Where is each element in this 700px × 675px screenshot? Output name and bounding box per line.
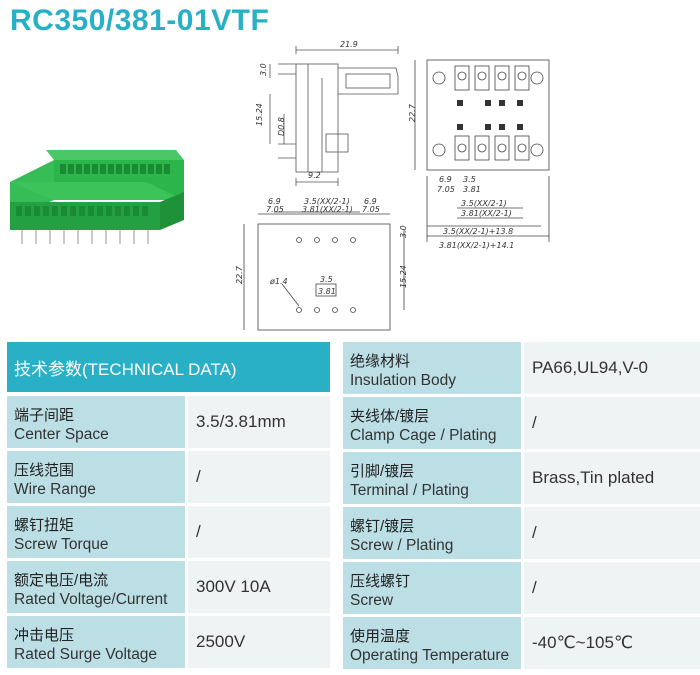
technical-data-table-left: 技术参数(TECHNICAL DATA) 端子间距 Center Space 3…	[7, 342, 330, 671]
pcb-hole-label: ø1.4	[269, 277, 288, 286]
front-dim-2: 3.81(XX/2-1)	[461, 209, 512, 218]
table-row: 冲击电压 Rated Surge Voltage 2500V	[7, 616, 330, 668]
spec-label-zh: 额定电压/电流	[14, 571, 109, 589]
spec-value: /	[188, 506, 330, 558]
side-top-label: 3.0	[259, 63, 268, 76]
spec-value: 3.5/3.81mm	[188, 396, 330, 448]
front-pitch-d: 3.81	[463, 185, 481, 194]
table-row: 压线范围 Wire Range /	[7, 451, 330, 503]
side-width-label: 21.9	[340, 40, 358, 49]
spec-label-en: Screw Torque	[14, 535, 109, 553]
pcb-top-label: 3.0	[399, 225, 408, 238]
table-row: 压线螺钉 Screw /	[343, 562, 700, 614]
product-image	[10, 150, 184, 244]
spec-label-en: Terminal / Plating	[350, 481, 469, 499]
table-row: 螺钉/镀层 Screw / Plating /	[343, 507, 700, 559]
table-row: 端子间距 Center Space 3.5/3.81mm	[7, 396, 330, 448]
spec-label: 使用温度 Operating Temperature	[343, 617, 521, 669]
front-dim-1: 3.5(XX/2-1)	[461, 199, 507, 208]
pcb-pitch-a: 3.5	[320, 275, 333, 284]
spec-label-en: Clamp Cage / Plating	[350, 426, 497, 444]
spec-value: -40℃~105℃	[524, 617, 700, 669]
table-row: 夹线体/镀层 Clamp Cage / Plating /	[343, 397, 700, 449]
pcb-height-label: 22.7	[235, 265, 244, 284]
spec-label-en: Rated Voltage/Current	[14, 590, 168, 608]
spec-label-en: Wire Range	[14, 480, 96, 498]
spec-label-en: Screw / Plating	[350, 536, 454, 554]
table-row: 额定电压/电流 Rated Voltage/Current 300V 10A	[7, 561, 330, 613]
side-view-drawing: 21.9 3.0 15.24 D0.8 9.2	[255, 40, 399, 186]
technical-data-table-right: 绝缘材料 Insulation Body PA66,UL94,V-0 夹线体/镀…	[343, 342, 700, 672]
spec-label: 夹线体/镀层 Clamp Cage / Plating	[343, 397, 521, 449]
spec-value: Brass,Tin plated	[524, 452, 700, 504]
spec-label: 引脚/镀层 Terminal / Plating	[343, 452, 521, 504]
spec-label-zh: 夹线体/镀层	[350, 407, 430, 425]
front-pitch-b: 7.05	[437, 185, 455, 194]
pcb-dim-1: 3.5(XX/2-1)	[304, 197, 350, 206]
spec-label-zh: 压线螺钉	[350, 572, 411, 590]
pcb-left-a: 6.9	[268, 197, 281, 206]
spec-label: 绝缘材料 Insulation Body	[343, 342, 521, 394]
spec-value: /	[524, 562, 700, 614]
table-row: 螺钉扭矩 Screw Torque /	[7, 506, 330, 558]
spec-label-en: Center Space	[14, 425, 109, 443]
front-dim-3: 3.5(XX/2-1)+13.8	[443, 227, 513, 236]
pcb-right-a: 6.9	[364, 197, 377, 206]
spec-label-en: Operating Temperature	[350, 646, 510, 664]
spec-label-zh: 螺钉/镀层	[350, 517, 415, 535]
side-bottom-label: 9.2	[308, 171, 321, 180]
spec-label-zh: 引脚/镀层	[350, 462, 415, 480]
spec-value: /	[188, 451, 330, 503]
spec-label: 螺钉/镀层 Screw / Plating	[343, 507, 521, 559]
pcb-left-b: 7.05	[266, 205, 284, 214]
front-height-label: 22.7	[408, 103, 417, 122]
product-title: RC350/381-01VTF	[10, 4, 270, 37]
spec-label: 压线范围 Wire Range	[7, 451, 185, 503]
spec-label-en: Rated Surge Voltage	[14, 645, 158, 663]
table-row: 绝缘材料 Insulation Body PA66,UL94,V-0	[343, 342, 700, 394]
table-row: 使用温度 Operating Temperature -40℃~105℃	[343, 617, 700, 669]
pcb-dim-2: 3.81(XX/2-1)	[302, 205, 353, 214]
spec-label-zh: 冲击电压	[14, 626, 75, 644]
spec-label: 冲击电压 Rated Surge Voltage	[7, 616, 185, 668]
spec-value: 2500V	[188, 616, 330, 668]
spec-label: 额定电压/电流 Rated Voltage/Current	[7, 561, 185, 613]
pcb-right-b: 7.05	[362, 205, 380, 214]
pcb-layout-drawing: 6.9 7.05 3.5(XX/2-1) 3.81(XX/2-1) 6.9 7.…	[235, 197, 408, 331]
spec-label-zh: 压线范围	[14, 461, 75, 479]
spec-value: /	[524, 507, 700, 559]
spec-value: PA66,UL94,V-0	[524, 342, 700, 394]
pcb-mid-label: 15.24	[399, 265, 408, 288]
spec-label-en: Insulation Body	[350, 371, 456, 389]
spec-label-en: Screw	[350, 591, 394, 609]
spec-value: /	[524, 397, 700, 449]
front-pitch-a: 6.9	[439, 175, 452, 184]
spec-value: 300V 10A	[188, 561, 330, 613]
side-d-label: D0.8	[277, 117, 286, 136]
table-row: 引脚/镀层 Terminal / Plating Brass,Tin plate…	[343, 452, 700, 504]
spec-label: 压线螺钉 Screw	[343, 562, 521, 614]
table-header: 技术参数(TECHNICAL DATA)	[7, 342, 330, 392]
table-header-row: 技术参数(TECHNICAL DATA)	[7, 342, 330, 392]
spec-label: 螺钉扭矩 Screw Torque	[7, 506, 185, 558]
spec-label-zh: 螺钉扭矩	[14, 516, 75, 534]
spec-label: 端子间距 Center Space	[7, 396, 185, 448]
spec-label-zh: 端子间距	[14, 406, 75, 424]
side-height-label: 15.24	[255, 103, 264, 126]
spec-label-zh: 使用温度	[350, 627, 411, 645]
front-dim-4: 3.81(XX/2-1)+14.1	[439, 241, 514, 250]
front-view-drawing: 22.7 6.9 7.05 3.5 3.81 3.5(XX/2-1) 3.81(…	[408, 59, 550, 250]
spec-label-zh: 绝缘材料	[350, 352, 411, 370]
front-pitch-c: 3.5	[463, 175, 476, 184]
pcb-pitch-b: 3.81	[318, 287, 336, 296]
